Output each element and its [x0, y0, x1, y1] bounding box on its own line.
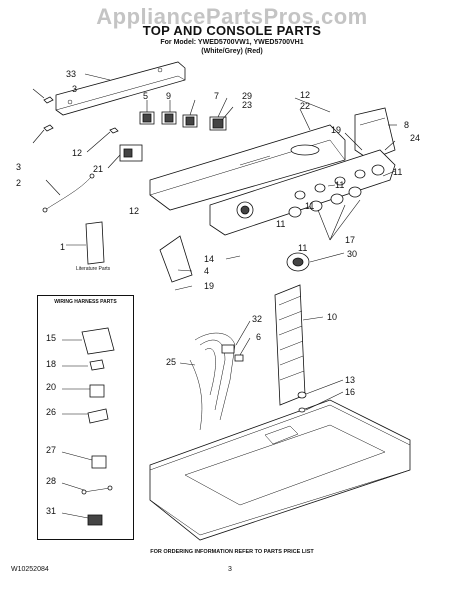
- callout-33: 33: [66, 69, 76, 79]
- switch-drawing: [119, 144, 143, 162]
- callout-12-right: 12: [300, 90, 310, 100]
- page-title: TOP AND CONSOLE PARTS: [142, 23, 322, 38]
- control-modules-drawing: [139, 111, 227, 131]
- document-number: W10252084: [11, 566, 49, 573]
- callout-11-c: 11: [305, 201, 314, 211]
- callout-12: 12: [72, 148, 82, 158]
- callout-25: 25: [166, 357, 176, 367]
- callout-19: 19: [331, 125, 341, 135]
- model-line: For Model: YWED5700VW1, YWED5700VH1: [160, 39, 304, 46]
- callout-24: 24: [410, 133, 420, 143]
- callout-32: 32: [252, 314, 262, 324]
- literature-drawing: [85, 221, 105, 265]
- callout-11-b: 11: [335, 180, 344, 190]
- page-number: 3: [228, 566, 232, 573]
- console-panel-drawing: [149, 124, 346, 211]
- callout-1: 1: [60, 242, 65, 252]
- callout-14: 14: [204, 254, 214, 264]
- callout-11-e: 11: [298, 243, 307, 253]
- screw-drawing: [43, 96, 119, 134]
- rear-bracket-drawing: [55, 61, 186, 116]
- callout-16: 16: [345, 387, 355, 397]
- footer-note: FOR ORDERING INFORMATION REFER TO PARTS …: [150, 549, 314, 555]
- bumper-drawing: [297, 391, 307, 413]
- callout-28: 28: [46, 476, 56, 486]
- literature-label: Literature Parts: [76, 266, 111, 272]
- callout-8: 8: [404, 120, 409, 130]
- callout-27: 27: [46, 445, 56, 455]
- large-knob-drawing: [286, 252, 310, 272]
- leader-lines: [32, 73, 397, 411]
- callout-21: 21: [93, 164, 103, 174]
- callout-6: 6: [256, 332, 261, 342]
- callout-3: 3: [72, 84, 77, 94]
- harness-box-title: WIRING HARNESS PARTS: [54, 299, 117, 305]
- wiring-harness-drawing: [189, 332, 244, 431]
- watermark: AppliancePartsPros.com: [96, 4, 368, 29]
- callout-4: 4: [204, 266, 209, 276]
- wire-drawing: [42, 173, 95, 213]
- wiring-harness-box: WIRING HARNESS PARTS: [37, 295, 134, 540]
- control-console-drawing: [209, 149, 396, 236]
- console-end-drawing: [159, 235, 193, 283]
- callout-10: 10: [327, 312, 337, 322]
- color-line: (White/Grey) (Red): [201, 48, 263, 55]
- callout-30: 30: [347, 249, 357, 259]
- callout-13: 13: [345, 375, 355, 385]
- callout-26: 26: [46, 407, 56, 417]
- callout-29: 29: [242, 91, 252, 101]
- callout-3-lower: 3: [16, 162, 21, 172]
- callout-labels: 33 3 12 3 21 2 12 1 5 9 7 29 23 12 22 8 …: [16, 69, 420, 397]
- callout-17: 17: [345, 235, 355, 245]
- callout-23: 23: [242, 100, 252, 110]
- top-panel-drawing: [149, 399, 411, 541]
- harness-parts-drawing: 15 18 20 26 27 28 31: [46, 327, 115, 526]
- callout-18: 18: [46, 359, 56, 369]
- callout-11: 11: [393, 167, 402, 177]
- callout-5: 5: [143, 91, 148, 101]
- callout-20: 20: [46, 382, 56, 392]
- callout-9: 9: [166, 91, 171, 101]
- callout-11-d: 11: [276, 219, 285, 229]
- callout-2: 2: [16, 178, 21, 188]
- callout-15: 15: [46, 333, 56, 343]
- callout-12-mid: 12: [129, 206, 139, 216]
- callout-19-lower: 19: [204, 281, 214, 291]
- callout-31: 31: [46, 506, 56, 516]
- lint-screen-drawing: [274, 284, 306, 406]
- callout-7: 7: [214, 91, 219, 101]
- callout-22: 22: [300, 101, 310, 111]
